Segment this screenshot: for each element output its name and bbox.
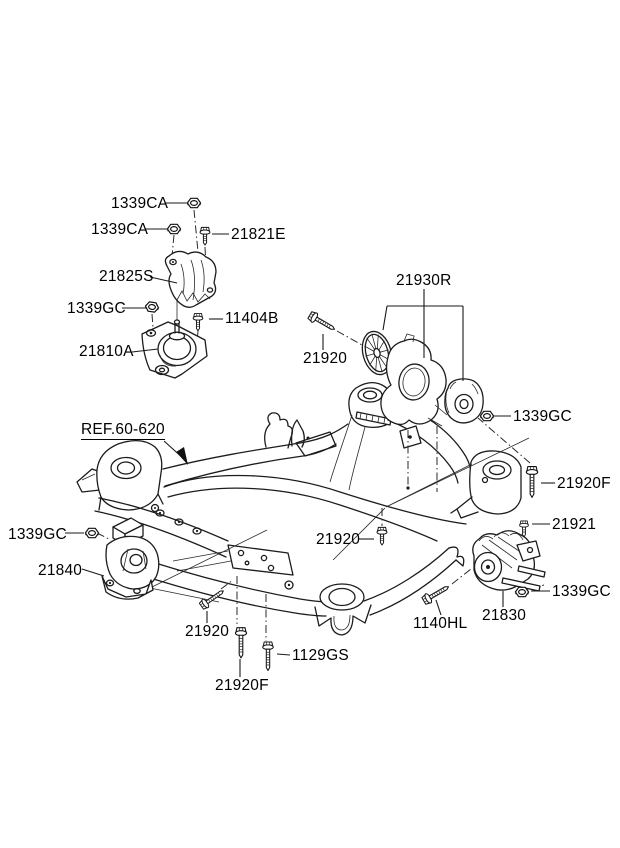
callout-1339gc-left: 1339GC: [8, 526, 67, 543]
nut-icon-1339ca-1: [186, 197, 202, 209]
nut-icon-1339gc-bottomright: [514, 586, 530, 598]
bolt-icon-21920-top: [306, 309, 338, 335]
callout-1339gc-top: 1339GC: [67, 300, 126, 317]
callout-21930r: 21930R: [396, 272, 452, 289]
callout-ref-60-620: REF.60-620: [81, 421, 165, 441]
callout-21840: 21840: [38, 562, 83, 579]
callout-11404b: 11404B: [225, 310, 279, 327]
nut-icon-1339gc-right: [479, 410, 495, 422]
callout-1129gs: 1129GS: [292, 647, 349, 664]
roll-rod-bushing: [444, 378, 484, 424]
crossmember-subframe: [76, 381, 522, 636]
bolt-icon-21821e: [199, 226, 211, 246]
callout-1339gc-right: 1339GC: [513, 408, 572, 425]
bolt-icon-1129gs: [262, 641, 274, 672]
callout-21920-top: 21920: [303, 350, 348, 367]
roll-rod-washer-disc: [361, 330, 393, 376]
bolt-icon-21920f-right: [525, 466, 539, 498]
projection-lines: [149, 437, 530, 603]
callout-1339gc-bottomright: 1339GC: [552, 583, 611, 600]
callout-21920-bottomleft: 21920: [185, 623, 230, 640]
bolt-icon-21920-mid: [376, 526, 388, 546]
leader-lines: [65, 202, 555, 677]
callout-1339ca-2: 1339CA: [91, 221, 149, 238]
callout-21810a: 21810A: [79, 343, 134, 360]
roll-rod-bracket: [380, 333, 448, 427]
callout-21920-mid: 21920: [316, 531, 361, 548]
engine-mount-bracket-21825s: [164, 250, 217, 308]
callout-1339ca-1: 1339CA: [111, 195, 169, 212]
callout-21920f-right: 21920F: [557, 475, 611, 492]
callout-21821e: 21821E: [231, 226, 286, 243]
callout-21920f-bottom: 21920F: [215, 677, 269, 694]
nut-icon-1339gc-left: [84, 527, 100, 539]
rear-roll-mount-21830: [472, 530, 546, 592]
engine-mount-insulator-21810a: [141, 319, 208, 379]
nut-icon-1339ca-2: [166, 223, 182, 235]
transmission-mount-21840: [101, 517, 160, 600]
ref-arrowhead: [176, 447, 188, 465]
bolt-icon-21920f-bottom: [234, 627, 248, 659]
nut-icon-1339gc-top: [144, 300, 160, 314]
callout-1140hl: 1140HL: [413, 615, 468, 632]
callout-21825s: 21825S: [99, 268, 154, 285]
bolt-icon-11404b: [192, 313, 204, 332]
callout-21830: 21830: [482, 607, 527, 624]
callout-21921: 21921: [552, 516, 597, 533]
